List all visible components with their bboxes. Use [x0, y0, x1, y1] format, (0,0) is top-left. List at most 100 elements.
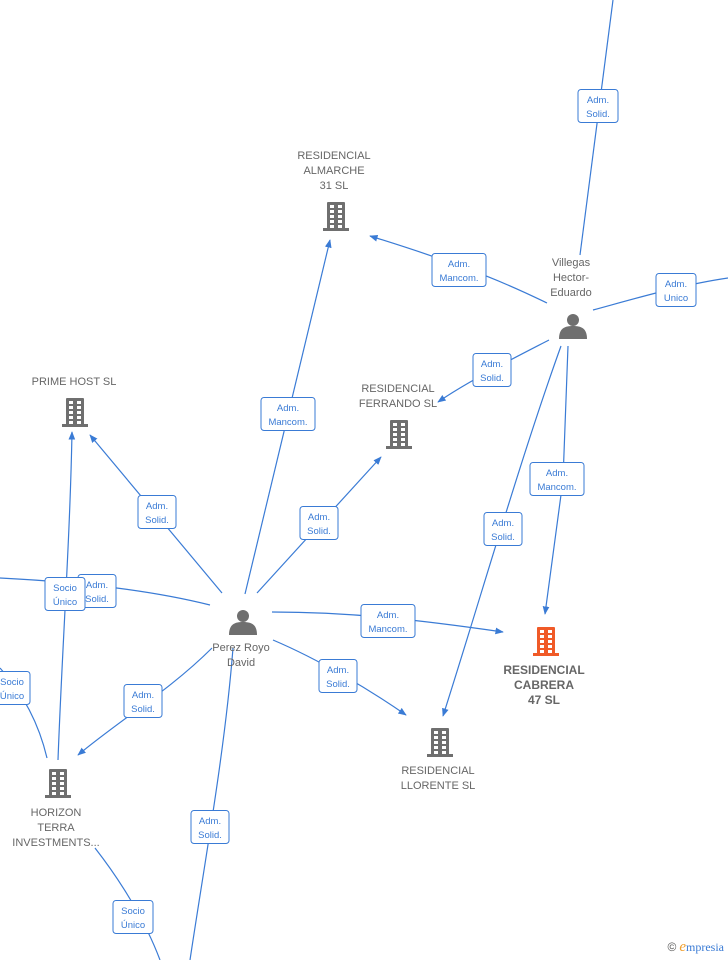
edge-role-tag-text: Adm.: [546, 468, 568, 479]
node-horizon[interactable]: HORIZON TERRA INVESTMENTS...: [12, 769, 100, 849]
edge-role-tag[interactable]: Adm. Solid.: [190, 810, 230, 844]
person-icon: [559, 314, 587, 339]
building-icon: [45, 769, 71, 798]
edge-role-tag-text: Único: [0, 691, 24, 702]
edge-role-tag-text: Adm.: [146, 501, 168, 512]
copyright-symbol: ©: [667, 940, 677, 954]
node-label: 47 SL: [528, 693, 560, 707]
edge-role-tag-box: [112, 900, 154, 934]
edge-role-tag[interactable]: Adm. Solid.: [483, 512, 523, 546]
edge-line: [369, 235, 548, 304]
edge-role-tag[interactable]: Adm. Mancom.: [431, 253, 487, 287]
building-icon: [323, 202, 349, 231]
edge-role-tag-box: [44, 577, 86, 611]
node-label: RESIDENCIAL: [401, 765, 474, 777]
node-label: FERRANDO SL: [359, 398, 437, 410]
node-label: LLORENTE SL: [401, 780, 476, 792]
edge-role-tag-text: Adm.: [481, 359, 503, 370]
edge-role-tag[interactable]: Adm. Solid.: [137, 495, 177, 529]
edge-role-tag-text: Solid.: [198, 830, 222, 841]
edge-role-tag-text: Adm.: [377, 610, 399, 621]
node-label: PRIME HOST SL: [32, 376, 117, 388]
edge-role-tag-box: [137, 495, 177, 529]
edge-role-tag-text: Solid.: [145, 515, 169, 526]
edge-role-tag-text: Mancom.: [537, 482, 576, 493]
edge-role-tag-text: Solid.: [326, 679, 350, 690]
edge-role-tag-text: Solid.: [480, 373, 504, 384]
edge-role-tag-text: Socio: [0, 677, 24, 688]
edge-role-tag[interactable]: Adm. Solid.: [472, 353, 512, 387]
building-icon: [62, 398, 88, 427]
edge-role-tag-text: Adm.: [448, 259, 470, 270]
edge-role-tag[interactable]: Adm. Solid.: [123, 684, 163, 718]
edge-role-tag-box: [299, 506, 339, 540]
building-icon: [386, 420, 412, 449]
node-primehost[interactable]: PRIME HOST SL: [32, 376, 117, 427]
building-icon: [533, 627, 559, 656]
node-label: TERRA: [37, 822, 75, 834]
node-label: ALMARCHE: [303, 165, 364, 177]
edge-line: [579, 0, 614, 256]
node-label: RESIDENCIAL: [361, 383, 434, 395]
edge-role-tag-text: Socio: [53, 583, 77, 594]
node-label: Perez Royo: [212, 642, 269, 654]
node-label: HORIZON: [31, 807, 82, 819]
edge-role-tag-text: Mancom.: [439, 273, 478, 284]
edge-role-tag[interactable]: Adm.Mancom.: [360, 604, 416, 638]
edge-role-tag-box: [431, 253, 487, 287]
edge-role-tag-text: Solid.: [85, 594, 109, 605]
edge-role-tag-text: Solid.: [586, 109, 610, 120]
edge-role-tag-text: Adm.: [132, 690, 154, 701]
empresia-brand[interactable]: © empresia: [667, 939, 724, 956]
person-icon: [229, 610, 257, 635]
edge-role-tag-text: Solid.: [131, 704, 155, 715]
edge-role-tag[interactable]: Adm.Mancom.: [260, 397, 316, 431]
edge-role-tag-text: Adm.: [327, 665, 349, 676]
edge-role-tag-text: Solid.: [491, 532, 515, 543]
edge-role-tag-box: [472, 353, 512, 387]
edge-role-tag-box: [318, 659, 358, 693]
node-ferrando[interactable]: RESIDENCIAL FERRANDO SL: [359, 383, 437, 449]
edge-role-tag-text: Adm.: [308, 512, 330, 523]
edge-role-tag-text: Socio: [121, 906, 145, 917]
edge-role-tag[interactable]: Adm. Solid.: [77, 574, 117, 608]
edge-role-tag-box: [655, 273, 697, 307]
edge-role-tag-text: Adm.: [86, 580, 108, 591]
edge-role-tag-text: Adm.: [665, 279, 687, 290]
node-llorente[interactable]: RESIDENCIAL LLORENTE SL: [401, 728, 476, 792]
edge-role-tag-box: [0, 671, 31, 705]
edge-role-tag[interactable]: Adm.Solid.: [577, 89, 619, 123]
edge-role-tag-box: [483, 512, 523, 546]
edge-line: [189, 647, 234, 960]
edge-role-tag-text: Único: [53, 597, 77, 608]
edge-role-tag-text: Adm.: [199, 816, 221, 827]
edge-role-tag[interactable]: Adm. Unico: [655, 273, 697, 307]
node-label: Eduardo: [550, 287, 592, 299]
brand-initial: e: [679, 939, 686, 955]
edge-role-tag-text: Adm.: [492, 518, 514, 529]
edge-role-tag-box: [529, 462, 585, 496]
node-label: Hector-: [553, 272, 589, 284]
node-label: CABRERA: [514, 678, 574, 692]
node-label: INVESTMENTS...: [12, 837, 99, 849]
building-icon: [427, 728, 453, 757]
node-label: David: [227, 657, 255, 669]
edge-tags-layer: Adm.Solid.Adm.Mancom.Adm.UnicoAdm.Solid.…: [0, 89, 697, 934]
node-label: 31 SL: [320, 180, 349, 192]
edge-role-tag[interactable]: Adm. Solid.: [318, 659, 358, 693]
edge-role-tag-box: [123, 684, 163, 718]
edge-role-tag-text: Solid.: [307, 526, 331, 537]
edge-role-tag[interactable]: Adm. Mancom.: [529, 462, 585, 496]
edge-role-tag[interactable]: Adm. Solid.: [299, 506, 339, 540]
node-label: Villegas: [552, 257, 591, 269]
edge-role-tag-text: Unico: [664, 293, 688, 304]
